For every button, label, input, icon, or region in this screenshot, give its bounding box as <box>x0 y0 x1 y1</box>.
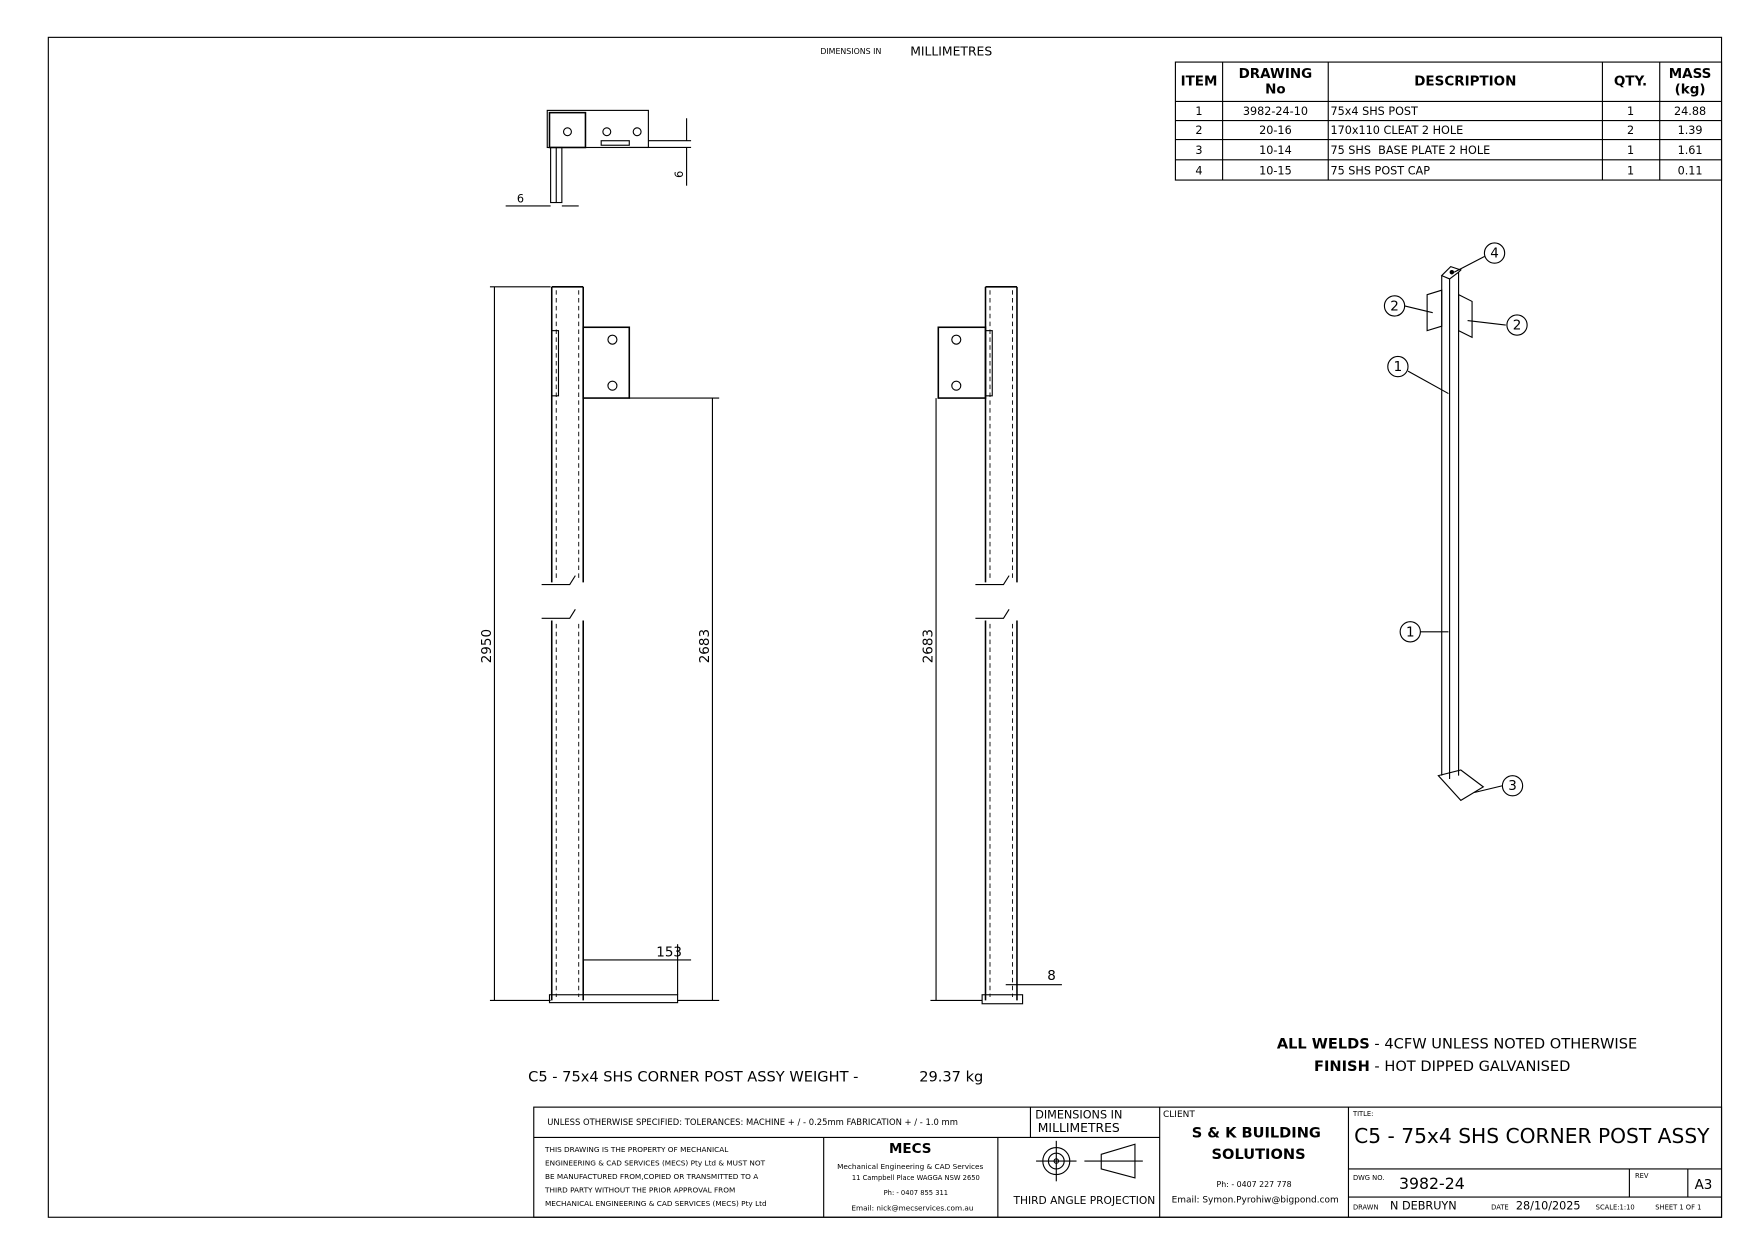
bom-header-drawing: DRAWING <box>1239 66 1313 82</box>
svg-text:1: 1 <box>1627 144 1634 157</box>
svg-text:1.39: 1.39 <box>1678 124 1703 137</box>
front-view: 2950 2683 153 <box>479 286 720 1004</box>
svg-text:75 SHS POST CAP: 75 SHS POST CAP <box>1330 164 1430 177</box>
svg-text:4: 4 <box>1195 164 1202 177</box>
bom-row: 1 3982-24-10 75x4 SHS POST 1 24.88 <box>1195 105 1706 118</box>
welds-text: - 4CFW UNLESS NOTED OTHERWISE <box>1370 1036 1637 1053</box>
scale: SCALE:1:10 <box>1596 1203 1635 1211</box>
svg-text:Email: nick@mecservices.com.au: Email: nick@mecservices.com.au <box>851 1204 973 1213</box>
drawn-label: DRAWN <box>1353 1203 1379 1211</box>
balloon-2: 2 <box>1513 318 1522 334</box>
svg-text:THIS DRAWING IS THE PROPERTY O: THIS DRAWING IS THE PROPERTY OF MECHANIC… <box>544 1145 729 1154</box>
svg-text:0.11: 0.11 <box>1678 164 1703 177</box>
client-name: S & K BUILDING <box>1192 1124 1321 1141</box>
side-view: 2683 8 <box>921 286 1062 1005</box>
date-label: DATE <box>1491 1203 1509 1211</box>
projection-label: THIRD ANGLE PROJECTION <box>1012 1194 1155 1207</box>
third-angle-projection-icon <box>1036 1140 1143 1182</box>
bom-row: 4 10-15 75 SHS POST CAP 1 0.11 <box>1195 164 1702 177</box>
finish-text: - HOT DIPPED GALVANISED <box>1370 1058 1571 1075</box>
bom-row: 2 20-16 170x110 CLEAT 2 HOLE 2 1.39 <box>1195 124 1702 137</box>
client-label: CLIENT <box>1163 1110 1195 1120</box>
svg-text:1: 1 <box>1195 105 1202 118</box>
client-email: Email: Symon.Pyrohiw@bigpond.com <box>1172 1196 1339 1206</box>
svg-text:75x4 SHS POST: 75x4 SHS POST <box>1330 105 1418 118</box>
dims-unit-label: MILLIMETRES <box>1038 1121 1120 1135</box>
sheet-number: SHEET 1 OF 1 <box>1655 1203 1701 1211</box>
balloons: 4 2 2 1 1 3 <box>1383 242 1528 797</box>
svg-text:2: 2 <box>1195 124 1202 137</box>
svg-text:1: 1 <box>1627 164 1634 177</box>
svg-text:3982-24-10: 3982-24-10 <box>1243 105 1308 118</box>
bom-header-mass: MASS <box>1669 66 1712 82</box>
mecs-logo: MECS <box>889 1141 931 1157</box>
bill-of-materials: ITEM DRAWING No DESCRIPTION QTY. MASS (k… <box>1174 61 1723 181</box>
svg-text:Mechanical Engineering & CAD S: Mechanical Engineering & CAD Services <box>837 1162 983 1171</box>
svg-text:MECHANICAL ENGINEERING & CAD S: MECHANICAL ENGINEERING & CAD SERVICES (M… <box>545 1199 767 1208</box>
bom-header-description: DESCRIPTION <box>1414 74 1516 90</box>
bom-row: 3 10-14 75 SHS BASE PLATE 2 HOLE 1 1.61 <box>1195 144 1702 157</box>
bom-header-no: No <box>1265 82 1286 98</box>
sheet-size: A3 <box>1695 1177 1713 1193</box>
dim-top-horizontal: 6 <box>517 193 524 206</box>
balloon-1: 1 <box>1406 624 1415 640</box>
svg-text:75 SHS BASE PLATE 2 HOLE: 75 SHS BASE PLATE 2 HOLE <box>1330 144 1490 157</box>
svg-text:Ph: - 0407 855 311: Ph: - 0407 855 311 <box>884 1189 948 1197</box>
assembly-weight: 29.37 kg <box>919 1068 983 1085</box>
dim-cleat-height-side: 2683 <box>921 629 937 663</box>
dwg-number: 3982-24 <box>1399 1174 1465 1193</box>
dims-note-small: DIMENSIONS IN <box>820 47 881 56</box>
svg-text:ENGINEERING & CAD SERVICES (ME: ENGINEERING & CAD SERVICES (MECS) Pty Lt… <box>545 1159 766 1168</box>
svg-text:3: 3 <box>1195 144 1202 157</box>
top-view: 6 6 <box>505 109 692 207</box>
svg-text:1: 1 <box>1627 105 1634 118</box>
dim-top-vertical: 6 <box>673 171 686 178</box>
isometric-view: 4 2 2 1 1 3 <box>1383 242 1528 802</box>
balloon-3: 3 <box>1508 778 1517 794</box>
dim-cleat-height: 2683 <box>697 629 713 663</box>
rev-label: REV <box>1635 1172 1649 1180</box>
svg-text:BE MANUFACTURED FROM,COPIED OR: BE MANUFACTURED FROM,COPIED OR TRANSMITT… <box>545 1172 758 1181</box>
drawing-date: 28/10/2025 <box>1516 1199 1581 1212</box>
client-name-2: SOLUTIONS <box>1212 1146 1306 1163</box>
client-phone: Ph: - 0407 227 778 <box>1216 1180 1291 1189</box>
svg-text:THIRD PARTY WITHOUT THE PRIOR: THIRD PARTY WITHOUT THE PRIOR APPROVAL F… <box>544 1186 735 1195</box>
finish-label: FINISH <box>1314 1058 1370 1075</box>
bom-header-kg: (kg) <box>1675 82 1706 98</box>
drawn-by: N DEBRUYN <box>1390 1199 1457 1212</box>
tolerances-note: UNLESS OTHERWISE SPECIFIED: TOLERANCES: … <box>547 1117 958 1127</box>
welds-label: ALL WELDS <box>1277 1036 1370 1053</box>
dim-offset: 153 <box>656 945 682 961</box>
assembly-caption: C5 - 75x4 SHS CORNER POST ASSY WEIGHT - <box>528 1068 858 1085</box>
drawing-title: C5 - 75x4 SHS CORNER POST ASSY <box>1354 1124 1710 1148</box>
dims-note-unit: MILLIMETRES <box>910 44 992 58</box>
svg-text:11 Campbell Place WAGGA NSW 26: 11 Campbell Place WAGGA NSW 2650 <box>852 1174 980 1182</box>
balloon-2: 2 <box>1390 298 1399 314</box>
svg-text:10-14: 10-14 <box>1259 144 1292 157</box>
svg-text:2: 2 <box>1627 124 1634 137</box>
dim-plate: 8 <box>1047 968 1056 984</box>
property-notice: THIS DRAWING IS THE PROPERTY OF MECHANIC… <box>544 1145 767 1208</box>
title-block: UNLESS OTHERWISE SPECIFIED: TOLERANCES: … <box>533 1106 1723 1218</box>
bom-header-qty: QTY. <box>1614 74 1647 90</box>
svg-text:1.61: 1.61 <box>1678 144 1703 157</box>
svg-text:10-15: 10-15 <box>1259 164 1292 177</box>
svg-text:170x110 CLEAT 2 HOLE: 170x110 CLEAT 2 HOLE <box>1330 124 1463 137</box>
svg-text:24.88: 24.88 <box>1674 105 1706 118</box>
title-label: TITLE: <box>1352 1110 1374 1118</box>
dim-overall-height: 2950 <box>479 629 495 663</box>
balloon-1: 1 <box>1394 359 1403 375</box>
dims-in-label: DIMENSIONS IN <box>1035 1108 1122 1121</box>
balloon-4: 4 <box>1490 246 1499 262</box>
bom-header-item: ITEM <box>1181 74 1218 90</box>
svg-text:20-16: 20-16 <box>1259 124 1292 137</box>
dwg-no-label: DWG NO. <box>1353 1174 1384 1182</box>
